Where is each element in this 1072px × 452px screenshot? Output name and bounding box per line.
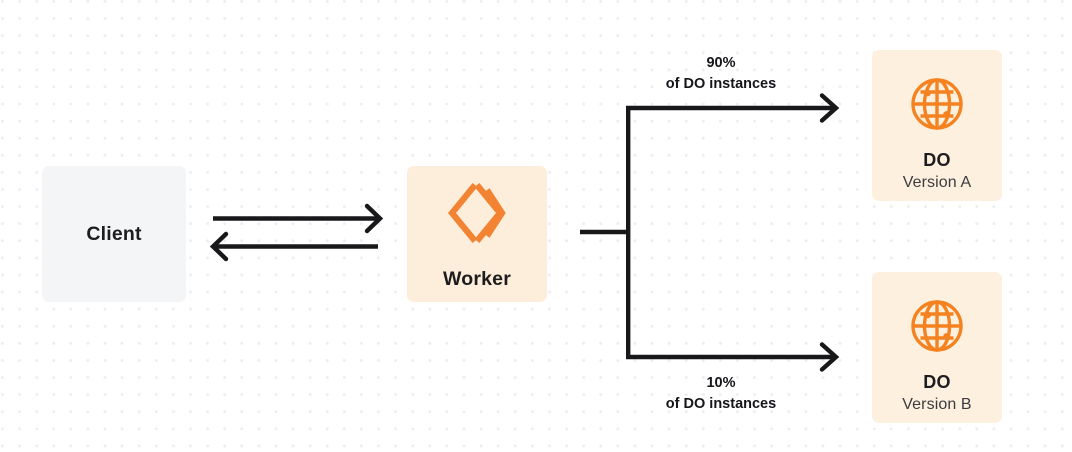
globe-icon — [909, 298, 965, 359]
split-top-label: 90% of DO instances — [591, 53, 851, 94]
node-worker[interactable]: Worker — [407, 166, 547, 302]
globe-icon — [909, 76, 965, 137]
do-b-title: DO — [923, 372, 951, 392]
cloudflare-workers-chevron-icon — [446, 180, 508, 251]
node-do-version-a[interactable]: DO Version A — [872, 50, 1002, 201]
split-top-percent: 90% — [706, 55, 736, 71]
split-bottom-caption: of DO instances — [665, 395, 777, 412]
node-client[interactable]: Client — [42, 166, 186, 302]
do-b-subtitle: Version B — [902, 395, 972, 413]
split-bottom-percent: 10% — [706, 375, 736, 391]
split-bottom-label: 10% of DO instances — [591, 373, 851, 414]
worker-label: Worker — [442, 267, 512, 290]
client-label: Client — [86, 222, 142, 245]
do-a-title: DO — [923, 150, 951, 170]
node-do-version-b[interactable]: DO Version B — [872, 272, 1002, 423]
split-top-caption: of DO instances — [665, 75, 777, 92]
do-a-subtitle: Version A — [902, 173, 972, 191]
